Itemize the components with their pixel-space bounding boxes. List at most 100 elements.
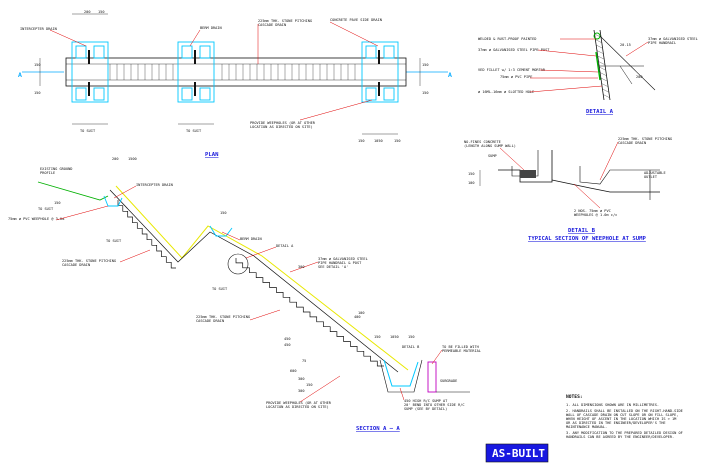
- plan-dim-left-1: 150: [34, 63, 41, 67]
- plan-label-concrete-drain: CONCRETE PAVE SIDE DRAIN: [330, 18, 382, 22]
- note-line-4: WHEN HEIGHT OF ASCENT IN THE LOCATION WH…: [566, 417, 677, 421]
- section-provide-weepholes: PROVIDE WEEPHOLES (OR AT OTHER: [266, 401, 332, 405]
- note-line-5: OR AS DIRECTED IN THE ENGINEER/DEVELOPER…: [566, 421, 666, 425]
- section-dim-450: 450: [284, 337, 291, 341]
- notes-block: NOTES: 1. ALL DIMENSIONS SHOWN ARE IN MI…: [566, 394, 683, 439]
- detail-b-dim-1: 150: [468, 172, 475, 176]
- detail-b-subtitle: TYPICAL SECTION OF WEEPHOLE AT SUMP: [528, 236, 647, 242]
- note-line-3: WALL OF CASCADE DRAIN ON CUT SLOPE OR ON…: [566, 413, 679, 417]
- plan-label-weepholes-2: LOCATION AS DIRECTED ON SITE): [250, 125, 313, 129]
- section-stairs-lower: [235, 258, 384, 367]
- plan-label-weepholes: PROVIDE WEEPHOLES (OR AT OTHER: [250, 121, 316, 125]
- plan-title: PLAN: [205, 152, 219, 158]
- detail-a-title: DETAIL A: [586, 109, 614, 115]
- section-dim-400: 400: [354, 315, 361, 319]
- detail-a-hatch: [594, 33, 610, 98]
- section-dim-100: 100: [358, 311, 365, 315]
- section-to-suit-3: TO SUIT: [212, 287, 228, 291]
- section-dim-1500: 1500: [128, 157, 137, 161]
- detail-a-handrail-2: PIPE HANDRAIL: [648, 41, 676, 45]
- section-marker-right: A: [448, 71, 452, 79]
- plan-dim-right-1: 150: [422, 63, 429, 67]
- plan-dim-bottom-2: 1050: [374, 139, 383, 143]
- detail-b-adjustable-2: OUTLET: [644, 175, 658, 179]
- detail-a-pipe-post: 37mm ø GALVANISED STEEL PIPE POST: [478, 48, 550, 52]
- section-dim-150c: 150: [306, 383, 313, 387]
- detail-a-mortar: VED FILLET w/ 1:3 CEMENT MORTAR: [478, 68, 546, 72]
- section-stone-2b: CASCADE DRAIN: [196, 319, 224, 323]
- note-line-1: 1. ALL DIMENSIONS SHOWN ARE IN MILLIMETR…: [566, 403, 659, 407]
- section-dim-300b: 300: [298, 377, 305, 381]
- section-provide-weepholes-2: LOCATION AS DIRECTED ON SITE): [266, 405, 329, 409]
- section-detail-a: DETAIL A: [276, 244, 294, 248]
- plan-dim-top-2: 150: [98, 10, 105, 14]
- detail-b-dim-2: 100: [468, 181, 475, 185]
- section-handrail-3: SEE DETAIL 'A': [318, 265, 348, 269]
- detail-b-weephole: 2 NOS. 75mm ø PVC: [574, 209, 611, 213]
- detail-b-no-fines-2: (LENGTH ALONG SUMP WALL): [464, 144, 516, 148]
- detail-b-title: DETAIL B: [568, 228, 596, 234]
- section-existing-ground-2: PROFILE: [40, 171, 55, 175]
- detail-a-pvc: 75mm ø PVC PIPE: [500, 75, 532, 79]
- plan-dim-right-2: 150: [422, 91, 429, 95]
- plan-label-berm-drain: BERM DRAIN: [200, 26, 222, 30]
- section-sump-2: 20' BEND INTO OTHER SIDE R/C: [404, 403, 465, 407]
- section-dim-150d: 150: [374, 335, 381, 339]
- section-dim-150a: 150: [54, 201, 61, 205]
- plan-dim-top: 200: [84, 10, 91, 14]
- section-handrail-2: PIPE HANDRAIL & POST: [318, 261, 362, 265]
- section-intercepter: INTERCEPTER DRAIN: [136, 183, 173, 187]
- section-stone-1: 225mm THK. STONE PITCHING: [62, 259, 116, 263]
- section-stone-1b: CASCADE DRAIN: [62, 263, 90, 267]
- section-a-a: EXISTING GROUND PROFILE INTERCEPTER DRAI…: [8, 157, 481, 432]
- plan-drain-blocks: [71, 41, 399, 103]
- detail-a-dim-200: 200: [636, 75, 643, 79]
- section-to-suit-1: TO SUIT: [106, 239, 122, 243]
- section-handrail: 37mm ø GALVANISED STEEL: [318, 257, 368, 261]
- section-to-suit-2: TO SUIT: [38, 207, 54, 211]
- section-sump: 450 HIGH R/C SUMP AT: [404, 399, 448, 403]
- section-dim-150e: 150: [408, 335, 415, 339]
- notes-title: NOTES:: [566, 394, 583, 400]
- section-dim-200: 200: [112, 157, 119, 161]
- section-existing-ground: EXISTING GROUND: [40, 167, 72, 171]
- section-dim-450b: 450: [284, 343, 291, 347]
- section-dim-300a: 300: [298, 265, 305, 269]
- plan-dim-bottom-3: 150: [394, 139, 401, 143]
- plan-label-intercepter: INTERCEPTER DRAIN: [20, 27, 57, 31]
- section-detail-b: DETAIL B: [402, 345, 419, 349]
- detail-a-slotted: ø 16ML-16mm ø SLOTTED HOLE: [478, 90, 534, 94]
- detail-b-stone-2: CASCADE DRAIN: [618, 141, 646, 145]
- section-subgrade: SUBGRADE: [440, 379, 457, 383]
- note-line-2: 2. HANDRAILS SHALL BE INSTALLED ON THE R…: [566, 409, 683, 413]
- detail-a-dim-20: 20-15: [620, 43, 631, 47]
- note-line-6: MAINTENANCE MANUAL.: [566, 425, 607, 429]
- note-line-7: 3. ANY MODIFICATION TO THE PREPARED DETA…: [566, 431, 683, 435]
- section-dim-300c: 300: [298, 389, 305, 393]
- section-title: SECTION A — A: [356, 426, 400, 432]
- as-built-label: AS-BUILT: [492, 447, 545, 460]
- as-built-stamp: AS-BUILT: [485, 443, 549, 463]
- plan-view: A A: [18, 10, 452, 158]
- section-stairs: [117, 200, 176, 269]
- section-sump-3: SUMP (SEE BY DETAIL): [404, 407, 447, 411]
- section-berm: BERM DRAIN: [240, 237, 262, 241]
- plan-label-to-suit-1: TO SUIT: [80, 129, 96, 133]
- detail-a-handrail: 37mm ø GALVANISED STEEL: [648, 37, 698, 41]
- plan-step-lines: [109, 64, 356, 80]
- detail-b-sump: SUMP: [488, 154, 497, 158]
- detail-b-adjustable: ADJUSTABLE: [644, 171, 666, 175]
- section-dim-600: 600: [290, 369, 297, 373]
- detail-b: 150 100 NO-FINES CONCRETE (LENGTH ALONG …: [464, 137, 672, 242]
- detail-b-no-fines: NO-FINES CONCRETE: [464, 140, 501, 144]
- detail-b-stone: 225mm THK. STONE PITCHING: [618, 137, 672, 141]
- section-be-filled: TO BE FILLED WITH: [442, 345, 479, 349]
- section-dim-75: 75: [302, 359, 306, 363]
- section-stone-2: 225mm THK. STONE PITCHING: [196, 315, 250, 319]
- section-be-filled-2: PERMEABLE MATERIAL: [442, 349, 481, 353]
- section-dim-1050: 1050: [390, 335, 399, 339]
- plan-dim-bottom-1: 150: [358, 139, 365, 143]
- detail-b-weephole-2: WEEPHOLES @ 1.0m c/c: [574, 213, 617, 217]
- section-weephole: 75mm ø PVC WEEPHOLE @ 3.0m: [8, 217, 64, 221]
